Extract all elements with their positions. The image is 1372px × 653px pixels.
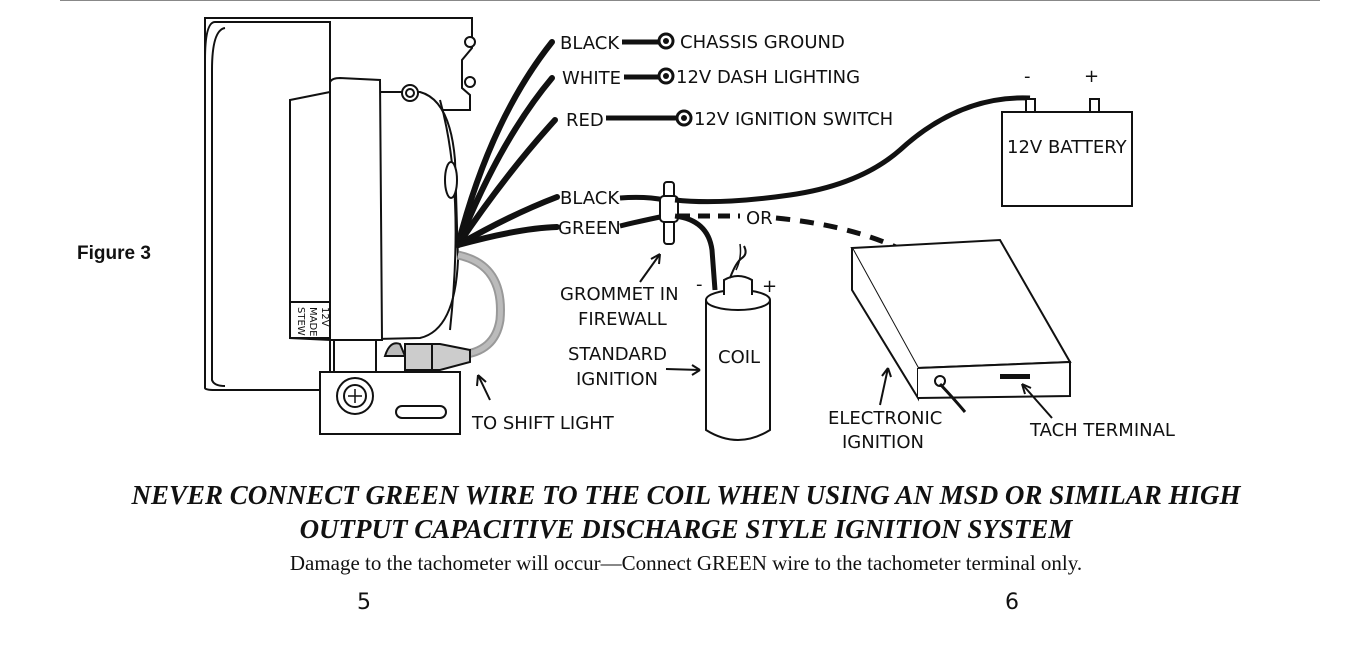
figure-label: Figure 3	[77, 243, 151, 264]
coil-minus: -	[696, 274, 703, 295]
standard-ignition-pointer	[665, 368, 701, 371]
wiring-diagram: 12V MADE STEW BLACK WHITE RED	[204, 17, 1175, 453]
grommet-pointer	[639, 253, 661, 283]
wire-bundle	[455, 39, 560, 248]
tach-terminal-label: TACH TERMINAL	[1029, 420, 1175, 441]
wire-label-green: GREEN	[558, 218, 621, 239]
wire-label-white: WHITE	[562, 68, 621, 89]
coil-plus: +	[762, 276, 777, 297]
grommet-label-2: FIREWALL	[578, 309, 667, 330]
shift-light-label: TO SHIFT LIGHT	[471, 413, 615, 434]
gauge-face-text: 12V MADE STEW	[295, 307, 330, 337]
electronic-ignition-label-2: IGNITION	[842, 432, 924, 453]
warning-line-1: NEVER CONNECT GREEN WIRE TO THE COIL WHE…	[131, 480, 1241, 510]
electronic-ignition-label-1: ELECTRONIC	[828, 408, 942, 429]
battery-ground-wire	[674, 95, 1031, 205]
gauge-text-2: MADE	[307, 307, 318, 337]
terminal-label-ignition-switch: 12V IGNITION SWITCH	[694, 109, 893, 130]
wire-label-black-ground: BLACK	[560, 33, 620, 54]
wire-label-black-battery: BLACK	[560, 188, 620, 209]
battery-plus: +	[1084, 66, 1099, 87]
terminal-label-chassis-ground: CHASSIS GROUND	[680, 32, 845, 53]
standard-ignition-label-1: STANDARD	[568, 344, 667, 365]
electronic-ignition-pointer	[879, 367, 889, 406]
or-label: OR	[746, 208, 773, 229]
warning-heading: NEVER CONNECT GREEN WIRE TO THE COIL WHE…	[0, 478, 1372, 546]
grommet-leads	[619, 194, 666, 229]
battery: 12V BATTERY - +	[1001, 66, 1133, 207]
electronic-ignition-wire	[938, 382, 967, 413]
battery-minus: -	[1024, 66, 1031, 87]
tachometer-gauge	[204, 17, 476, 435]
terminal-label-dash-lighting: 12V DASH LIGHTING	[676, 67, 860, 88]
page-number-right: 6	[1005, 590, 1019, 615]
warning-note: Damage to the tachometer will occur—Conn…	[289, 551, 1083, 575]
terminal-labels: CHASSIS GROUND 12V DASH LIGHTING 12V IGN…	[676, 32, 893, 130]
standard-ignition-label-2: IGNITION	[576, 369, 658, 390]
page-number-left: 5	[357, 590, 371, 615]
grommet-label-1: GROMMET IN	[560, 284, 679, 305]
tach-terminal-pointer	[1021, 383, 1053, 419]
top-rule	[60, 0, 1320, 1]
shift-light-lead	[383, 250, 505, 401]
coil-label: COIL	[718, 347, 760, 368]
wire-label-red: RED	[566, 110, 604, 131]
gauge-text-1: 12V	[319, 307, 330, 327]
terminal-leads	[606, 39, 678, 121]
terminal-ring-dots	[663, 38, 687, 121]
coil: COIL - +	[696, 243, 777, 441]
warning-line-2: OUTPUT CAPACITIVE DISCHARGE STYLE IGNITI…	[299, 514, 1073, 544]
coil-negative-wire	[674, 213, 718, 291]
wire-labels: BLACK WHITE RED BLACK GREEN	[558, 33, 621, 239]
grommet	[659, 181, 679, 245]
gauge-text-3: STEW	[295, 307, 306, 336]
battery-label: 12V BATTERY	[1007, 137, 1128, 158]
tach-terminal	[1000, 374, 1030, 379]
electronic-ignition-box	[850, 238, 1072, 402]
